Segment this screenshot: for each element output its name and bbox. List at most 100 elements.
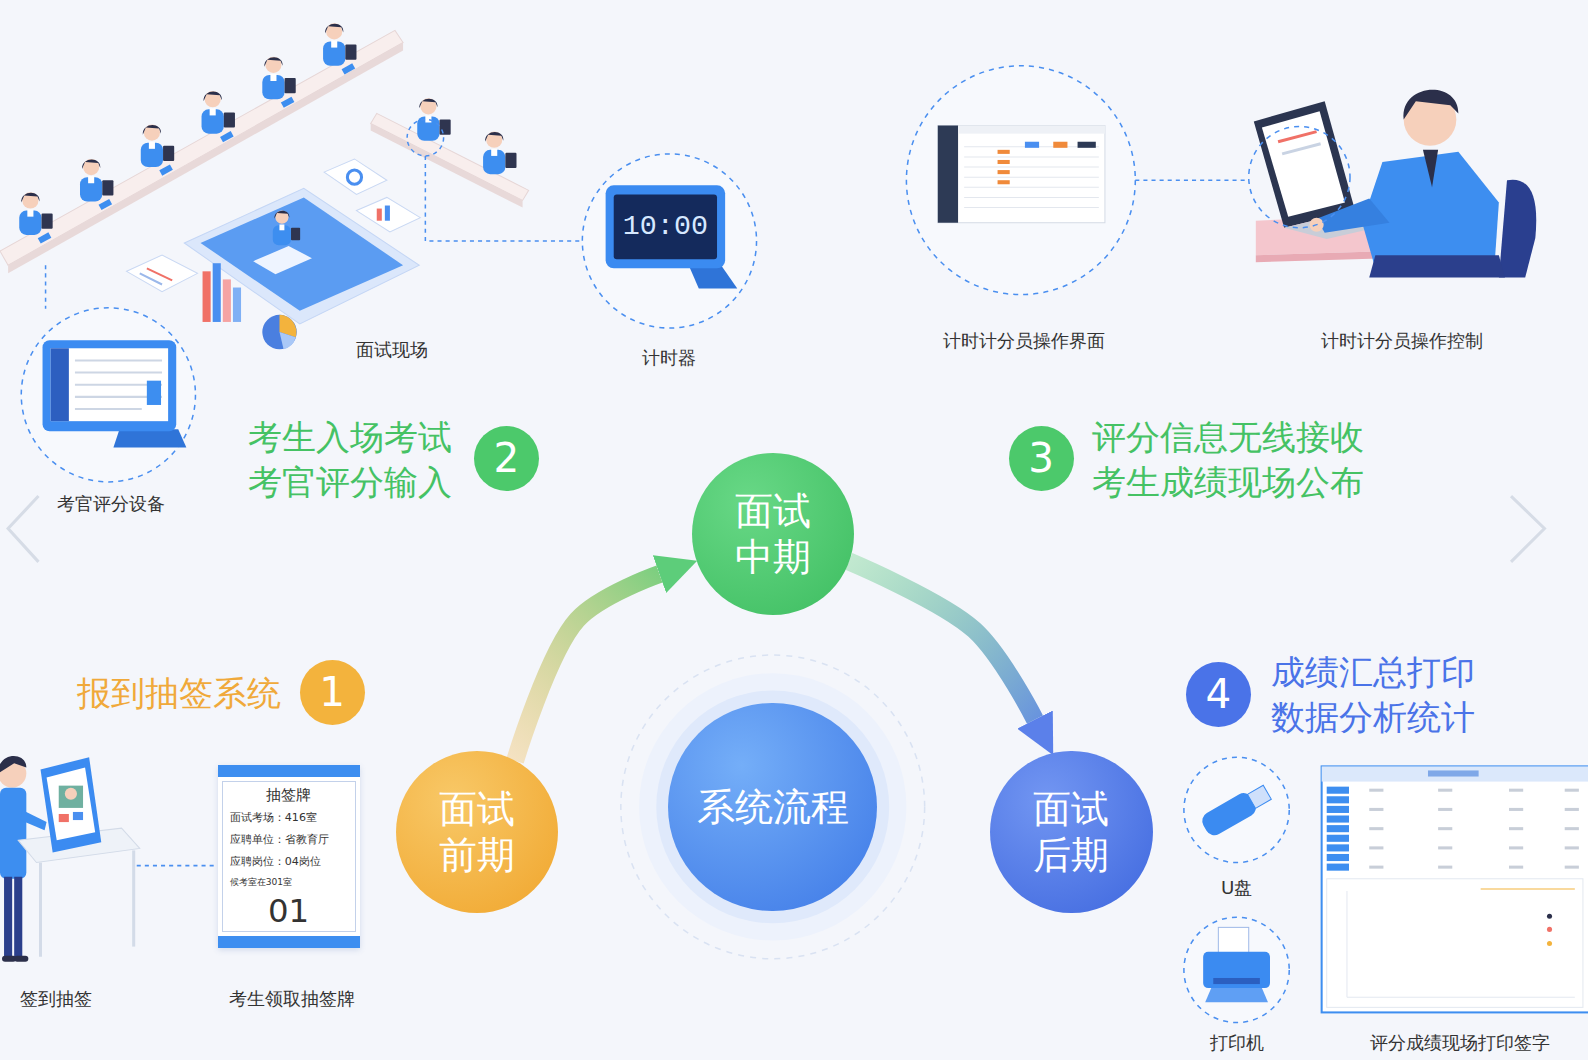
timer-device [689, 265, 738, 288]
operator-at-laptop [1254, 101, 1355, 228]
node-label: 3 [1028, 434, 1054, 483]
examiner-desk-row [323, 23, 356, 66]
score-report-sheet [1322, 766, 1588, 1012]
operator-at-laptop [1423, 150, 1438, 187]
examiner-desk-row [425, 156, 582, 241]
operator-screen [1135, 179, 1248, 181]
nav-arrow [1511, 496, 1544, 562]
score-report-sheet [1509, 866, 1523, 869]
node-label: 面试 前期 [435, 786, 520, 878]
caption: 签到抽签 [20, 987, 92, 1011]
score-report-sheet [1347, 997, 1575, 998]
printer [1205, 988, 1268, 1002]
operator-screen [998, 180, 1010, 184]
score-report-sheet [1327, 879, 1583, 1008]
operator-screen [964, 207, 1099, 208]
interview-room-tablet [324, 159, 387, 194]
check-in-kiosk [137, 865, 216, 867]
operator-screen [1078, 142, 1096, 148]
operator-screen [964, 167, 1099, 168]
examiner-scoring-device [21, 308, 195, 482]
center-halo [639, 673, 906, 940]
flow-arrow [849, 561, 1035, 719]
examiner-desk-row [407, 119, 443, 155]
score-report-sheet [1438, 808, 1452, 811]
nav-arrow [8, 496, 38, 562]
operator-screen [964, 177, 1099, 178]
phase-circle: 面试 后期 [990, 751, 1152, 913]
score-report-sheet [1369, 789, 1579, 869]
printer [1218, 927, 1248, 955]
timer-reading: 10:00 [623, 208, 708, 245]
interview-room-tablet [377, 209, 382, 221]
examiner-desk-row [371, 124, 523, 208]
score-report-sheet [1327, 796, 1349, 803]
operator-screen [1025, 142, 1039, 148]
score-report-sheet [1438, 866, 1452, 869]
operator-screen [964, 187, 1099, 188]
check-in-kiosk [39, 863, 42, 957]
interview-room-tablet [223, 279, 231, 322]
examiner-desk-row [19, 192, 52, 235]
timer-device [582, 154, 756, 328]
card-text: 抽签牌 [230, 783, 348, 807]
check-in-kiosk [0, 756, 26, 774]
score-report-sheet [1327, 787, 1349, 794]
interview-room-tablet [213, 263, 221, 322]
score-report-sheet [1327, 835, 1349, 842]
callout-number: 3 [1009, 426, 1074, 491]
operator-at-laptop [1369, 255, 1505, 277]
printer [1184, 917, 1289, 1022]
card-text: 应聘单位：省教育厅 [230, 829, 348, 851]
interview-room-tablet [253, 246, 312, 274]
operator-at-laptop [1278, 132, 1316, 142]
interview-room-tablet [127, 255, 198, 291]
operator-at-laptop [1282, 144, 1320, 154]
examiner-scoring-device [51, 348, 168, 421]
timer-device [606, 185, 726, 268]
operator-at-laptop [1262, 111, 1345, 216]
phase-circle: 面试 中期 [692, 453, 854, 615]
check-in-kiosk [20, 810, 46, 830]
interview-room-tablet [233, 288, 241, 322]
interview-room-tablet [203, 271, 211, 322]
operator-screen [906, 66, 1135, 295]
score-report-sheet [1327, 825, 1349, 832]
check-in-kiosk [41, 757, 102, 852]
operator-at-laptop [1317, 198, 1390, 232]
score-report-sheet [1369, 846, 1383, 849]
interview-room-tablet [385, 206, 390, 221]
caption: 考官评分设备 [57, 492, 165, 516]
score-report-sheet [1547, 941, 1552, 946]
step-heading: 报到抽签系统 [77, 670, 281, 715]
score-report-sheet [1438, 789, 1452, 792]
score-report-sheet [1509, 789, 1523, 792]
score-report-sheet [1346, 891, 1347, 997]
interview-room-tablet [280, 332, 296, 349]
node-label: 系统流程 [697, 784, 849, 830]
score-report-sheet [1565, 827, 1579, 830]
lottery-card: 抽签牌面试考场：416室应聘单位：省教育厅应聘岗位：04岗位候考室在301室01 [218, 765, 360, 948]
step-heading: 评分信息无线接收 考生成绩现场公布 [1092, 415, 1381, 505]
node-label: 面试 后期 [1029, 786, 1114, 878]
check-in-kiosk [73, 812, 83, 820]
check-in-kiosk [0, 756, 216, 962]
node-label: 1 [319, 668, 345, 717]
examiner-scoring-device [147, 381, 161, 405]
card-text: 面试考场：416室 [230, 807, 348, 829]
usb-drive [1184, 757, 1289, 862]
caption: 计时计分员操作界面 [943, 329, 1105, 353]
caption: U盘 [1221, 876, 1252, 900]
printer [1184, 917, 1289, 1022]
interview-room-tablet [273, 210, 300, 245]
interview-room-tablet [262, 315, 296, 349]
score-report-sheet [1327, 806, 1349, 813]
caption: 计时计分员操作控制 [1321, 329, 1483, 353]
center-halo [621, 655, 925, 959]
score-report-sheet [1327, 816, 1349, 823]
score-report-sheet [1565, 789, 1579, 792]
examiner-desk-row [141, 125, 174, 168]
center-halo [621, 655, 925, 959]
operator-screen [1053, 142, 1067, 148]
